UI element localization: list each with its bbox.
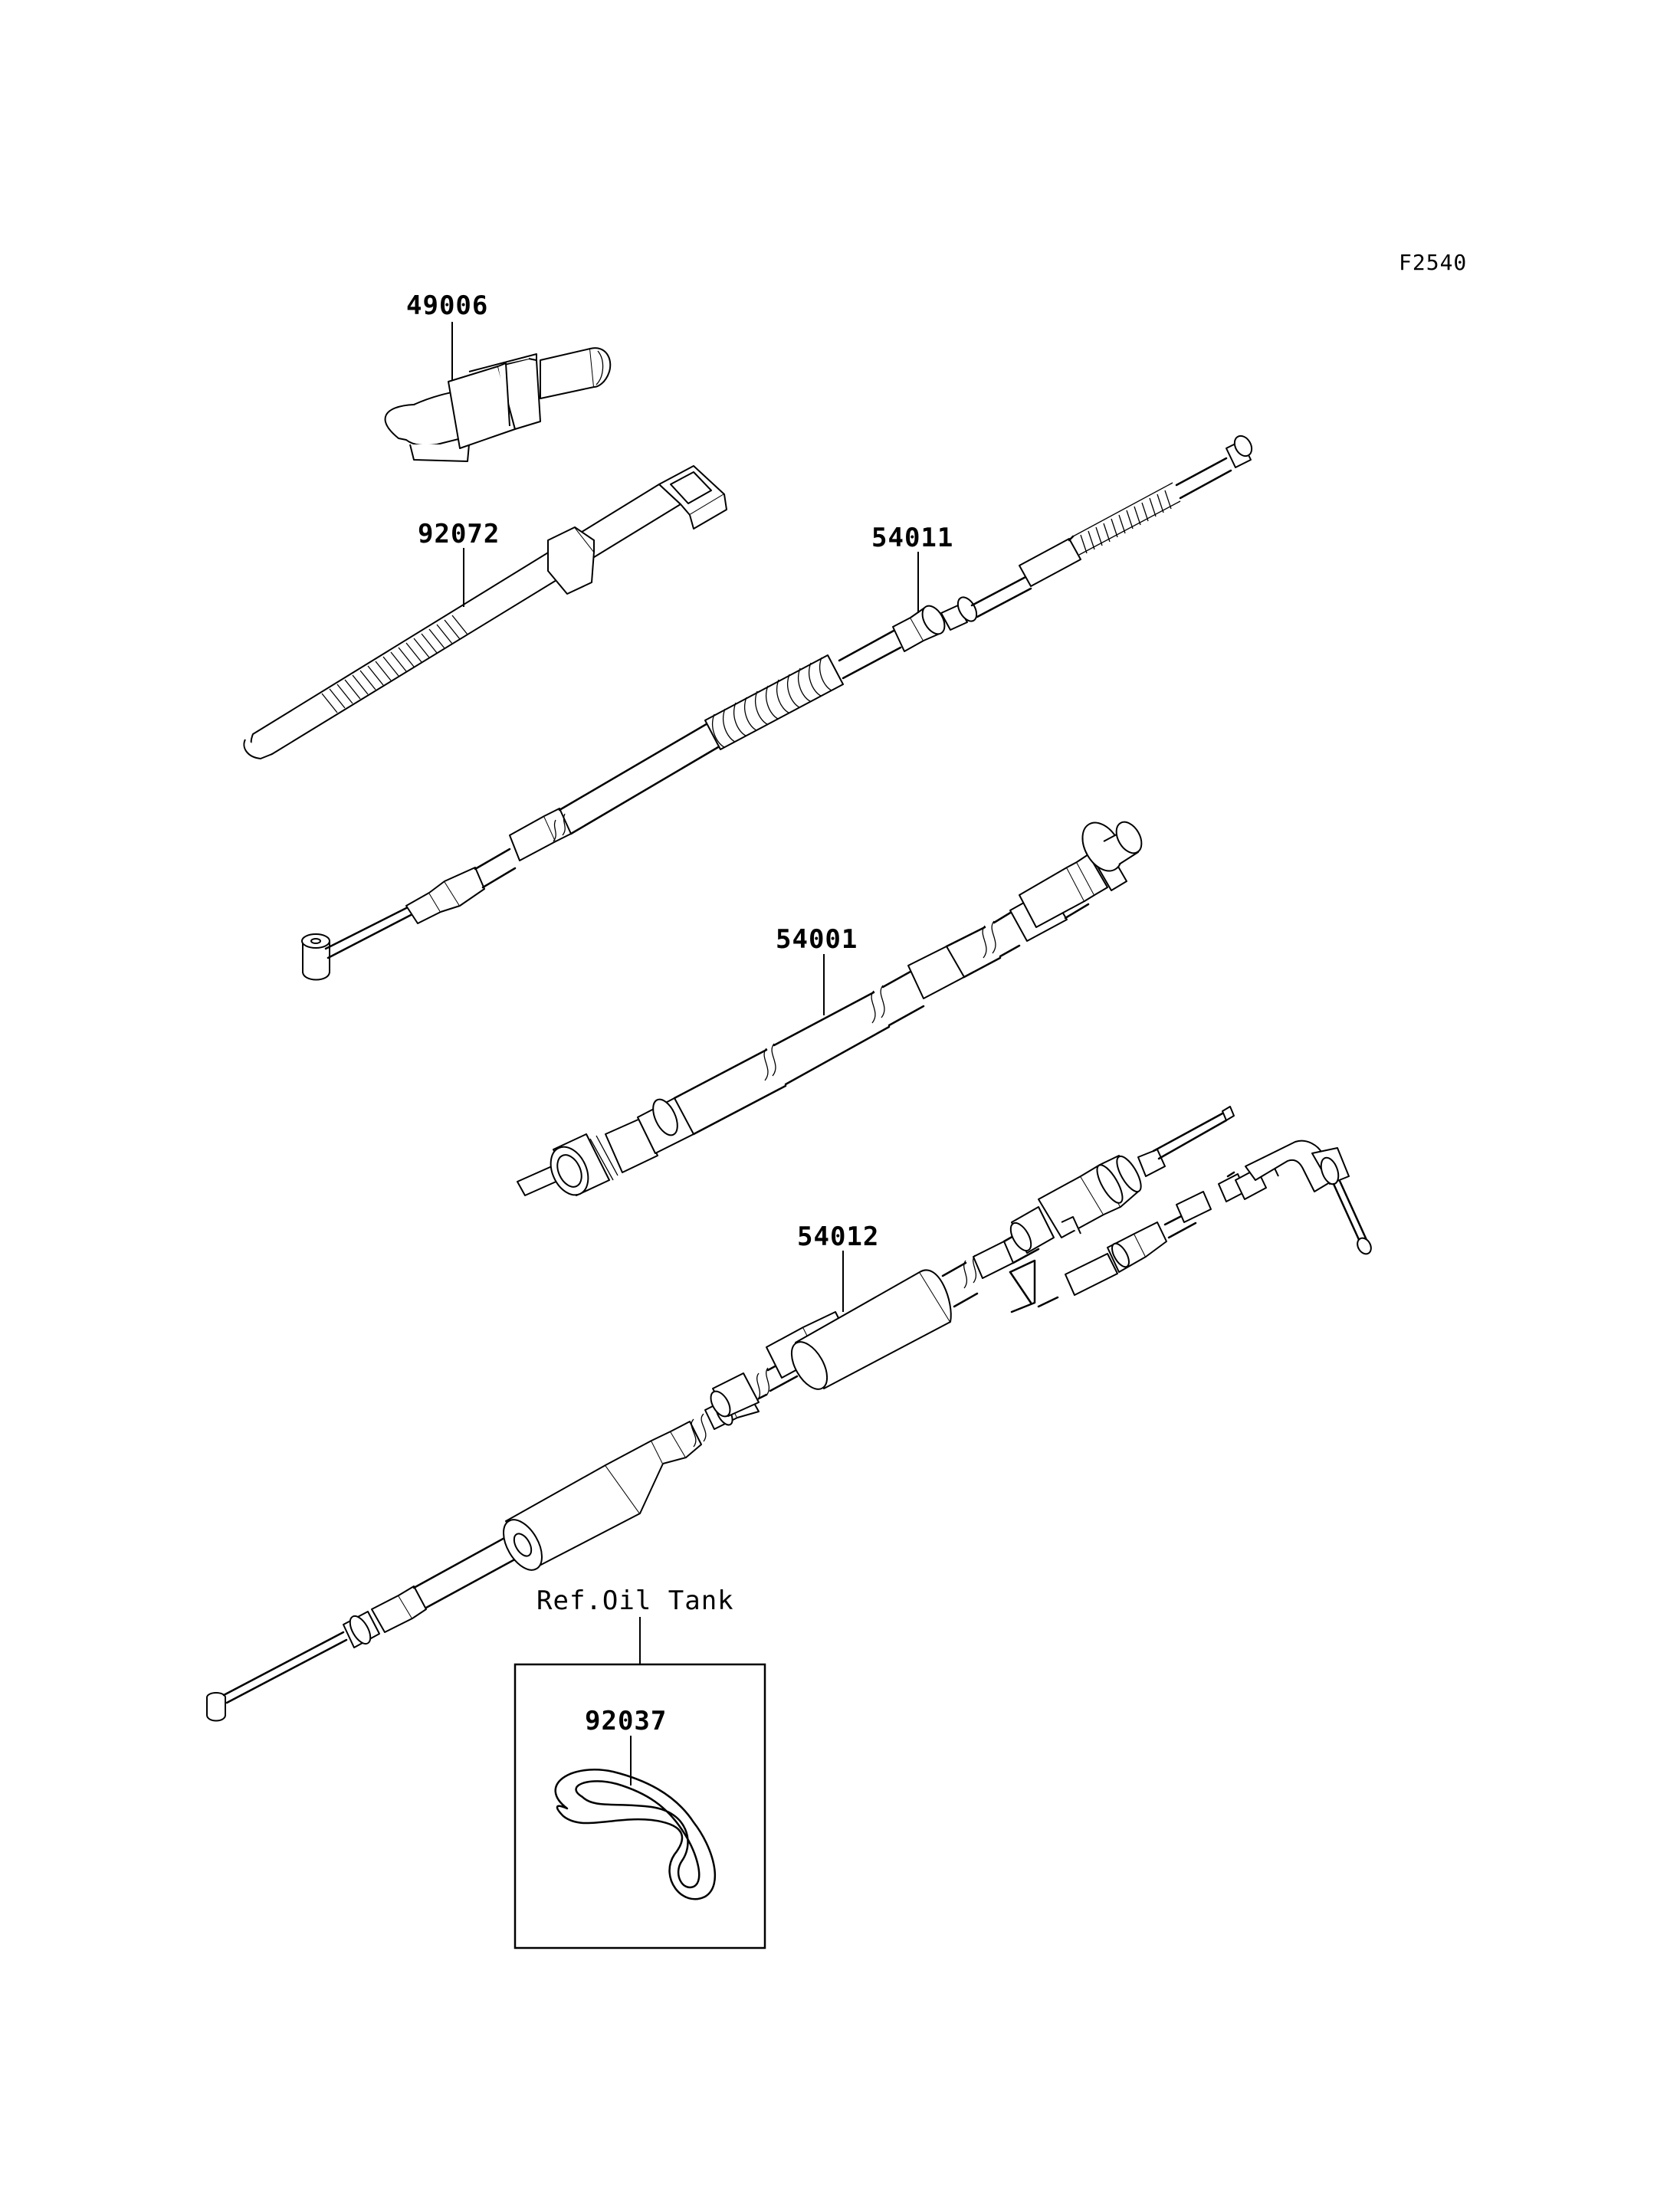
label-92037: 92037: [585, 1706, 667, 1736]
label-54012: 54012: [797, 1221, 879, 1252]
reference-box: [514, 1663, 766, 1949]
label-54001: 54001: [776, 924, 858, 955]
hose-clamp-92037-part: [554, 1769, 717, 1900]
speedo-cable-54001-part: [517, 821, 1143, 1196]
throttle-cable-54012-part: [206, 1106, 1372, 1722]
clutch-cable-54011-part: [301, 434, 1253, 981]
label-49006: 49006: [406, 290, 488, 321]
label-54011: 54011: [871, 523, 953, 553]
band-92072-part: [243, 465, 727, 759]
figure-id: F2540: [1399, 250, 1467, 275]
clamp-49006-part: [384, 347, 612, 462]
label-92072: 92072: [418, 519, 500, 549]
reference-note: Ref.Oil Tank: [536, 1585, 734, 1616]
